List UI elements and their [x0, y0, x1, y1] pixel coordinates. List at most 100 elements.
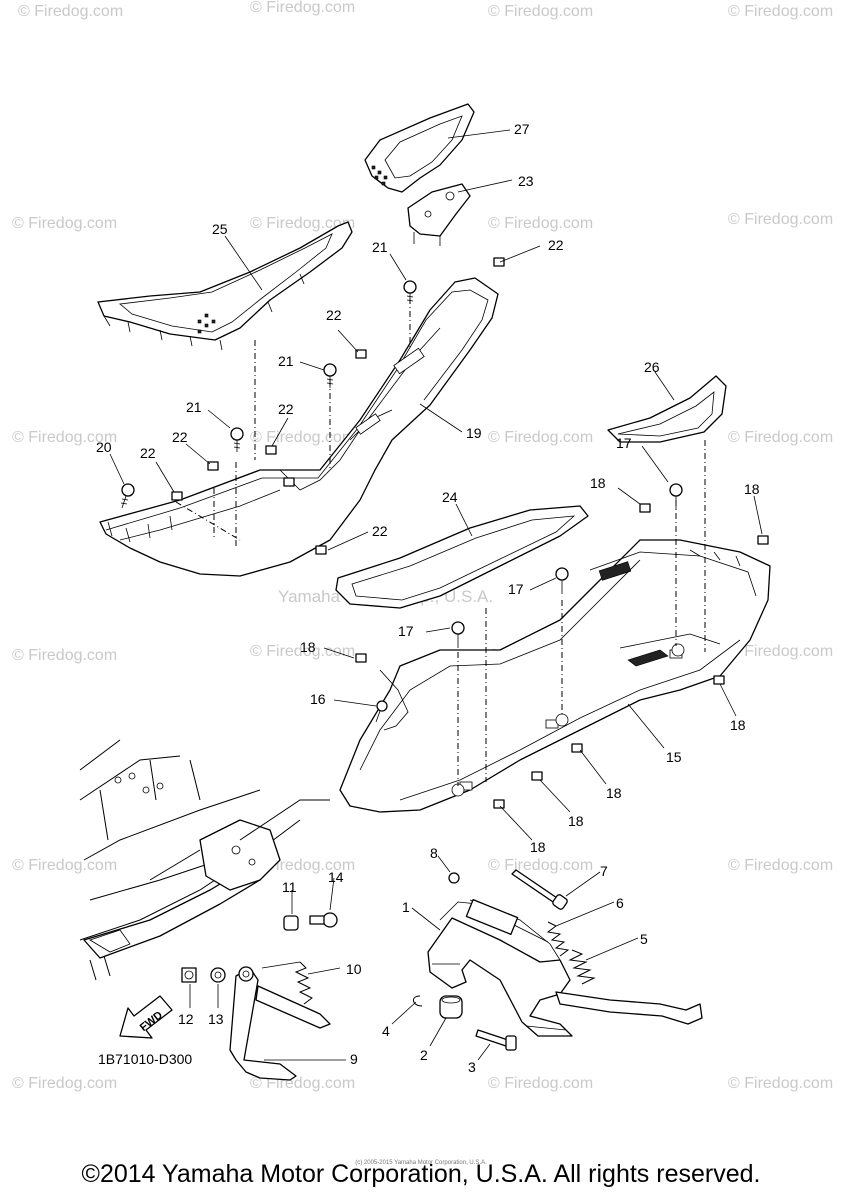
- callout-2: 2: [420, 1047, 428, 1063]
- callout-7: 7: [600, 863, 608, 879]
- part-14-bolt: [309, 912, 338, 928]
- clip-22: [355, 349, 367, 359]
- callout-4: 4: [382, 1023, 390, 1039]
- callout-23: 23: [518, 173, 534, 189]
- part-15-floor-board: [339, 539, 771, 813]
- callout-22: 22: [372, 523, 388, 539]
- callout-12: 12: [178, 1011, 194, 1027]
- callout-22: 22: [548, 237, 564, 253]
- part-7-shaft: [511, 869, 568, 910]
- watermark: © Firedog.com: [488, 429, 593, 446]
- part-10-spring: [261, 961, 313, 1005]
- part-3-bolt: [475, 1029, 517, 1051]
- callout-18: 18: [744, 481, 760, 497]
- screw-17-c: [451, 621, 465, 648]
- callout-18: 18: [530, 839, 546, 855]
- callout-20: 20: [96, 439, 112, 455]
- watermark: © Firedog.com: [728, 643, 833, 660]
- part-5-spring-large: [568, 949, 596, 985]
- callouts: 27 23 25 21 22 22 21 26 21 22 19 20 22 2…: [96, 121, 760, 1075]
- callout-18: 18: [590, 475, 606, 491]
- watermark: © Firedog.com: [250, 0, 355, 16]
- watermark: © Firedog.com: [728, 3, 833, 20]
- callout-13: 13: [208, 1011, 224, 1027]
- watermark: © Firedog.com: [18, 3, 123, 20]
- callout-19: 19: [466, 425, 482, 441]
- clip-22: [283, 477, 295, 487]
- part-11-bushing: [283, 915, 299, 931]
- clip-18: [571, 743, 583, 753]
- callout-27: 27: [514, 121, 530, 137]
- callout-21: 21: [278, 353, 294, 369]
- callout-22: 22: [278, 401, 294, 417]
- watermark: © Firedog.com: [728, 857, 833, 874]
- alignment-lines: [175, 298, 706, 786]
- clip-18: [493, 799, 505, 809]
- watermark: © Firedog.com: [728, 211, 833, 228]
- fasteners: [120, 257, 769, 809]
- part-2-collar: [439, 995, 463, 1019]
- part-4-circlip: [413, 995, 423, 1007]
- frame-section: [79, 739, 330, 981]
- part-9-side-stand: [229, 966, 331, 1081]
- diagram-code: 1B71010-D300: [98, 1051, 192, 1067]
- part-12-nut: [181, 967, 197, 983]
- part-25-side-cover: [97, 221, 353, 351]
- watermark: © Firedog.com: [488, 1075, 593, 1092]
- watermark: © Firedog.com: [12, 1075, 117, 1092]
- fwd-arrow: FWD: [119, 995, 173, 1039]
- tiny-notice: (c) 2005-2015 Yamaha Motor Corporation, …: [355, 1160, 487, 1166]
- part-27-top-cover: [364, 103, 475, 193]
- clip-18: [639, 503, 651, 513]
- clip-18: [531, 771, 543, 781]
- callout-15: 15: [666, 749, 682, 765]
- watermark: © Firedog.com: [728, 1075, 833, 1092]
- callout-17: 17: [616, 435, 632, 451]
- callout-3: 3: [468, 1059, 476, 1075]
- watermark: © Firedog.com: [12, 215, 117, 232]
- screw-16: [375, 700, 388, 723]
- part-6-spring-small: [546, 921, 570, 957]
- part-19-frame-cover: [99, 277, 499, 577]
- watermark: © Firedog.com: [250, 643, 355, 660]
- watermark: © Firedog.com: [488, 857, 593, 874]
- callout-17: 17: [398, 623, 414, 639]
- callout-22: 22: [140, 445, 156, 461]
- clip-22: [171, 491, 183, 501]
- part-24-floor-mat: [335, 505, 589, 609]
- callout-5: 5: [640, 931, 648, 947]
- callout-25: 25: [212, 221, 228, 237]
- screw-21-c: [230, 427, 244, 452]
- clip-18: [355, 653, 367, 663]
- callout-18: 18: [300, 639, 316, 655]
- part-26-right-cover: [607, 375, 727, 443]
- callout-21: 21: [186, 399, 202, 415]
- callout-18: 18: [606, 785, 622, 801]
- part-13-washer: [210, 967, 226, 983]
- callout-24: 24: [442, 489, 458, 505]
- watermark: © Firedog.com: [12, 429, 117, 446]
- watermark: © Firedog.com: [250, 429, 355, 446]
- callout-18: 18: [568, 813, 584, 829]
- screw-20: [120, 483, 135, 509]
- callout-11: 11: [282, 879, 297, 895]
- part-1-main-stand: [427, 899, 703, 1037]
- callout-9: 9: [350, 1051, 358, 1067]
- screw-17-a: [669, 483, 683, 510]
- part-8-clip: [448, 872, 460, 884]
- callout-22: 22: [172, 429, 188, 445]
- screw-21-a: [403, 280, 417, 304]
- callout-22: 22: [326, 307, 342, 323]
- callout-21: 21: [372, 239, 388, 255]
- callout-16: 16: [310, 691, 326, 707]
- clip-18: [713, 675, 725, 685]
- callout-6: 6: [616, 895, 624, 911]
- clip-22: [207, 461, 219, 471]
- callout-17: 17: [508, 581, 524, 597]
- screw-17-b: [555, 567, 569, 594]
- callout-26: 26: [644, 359, 660, 375]
- part-23-bracket: [407, 183, 471, 246]
- watermark: © Firedog.com: [12, 647, 117, 664]
- callout-10: 10: [346, 961, 362, 977]
